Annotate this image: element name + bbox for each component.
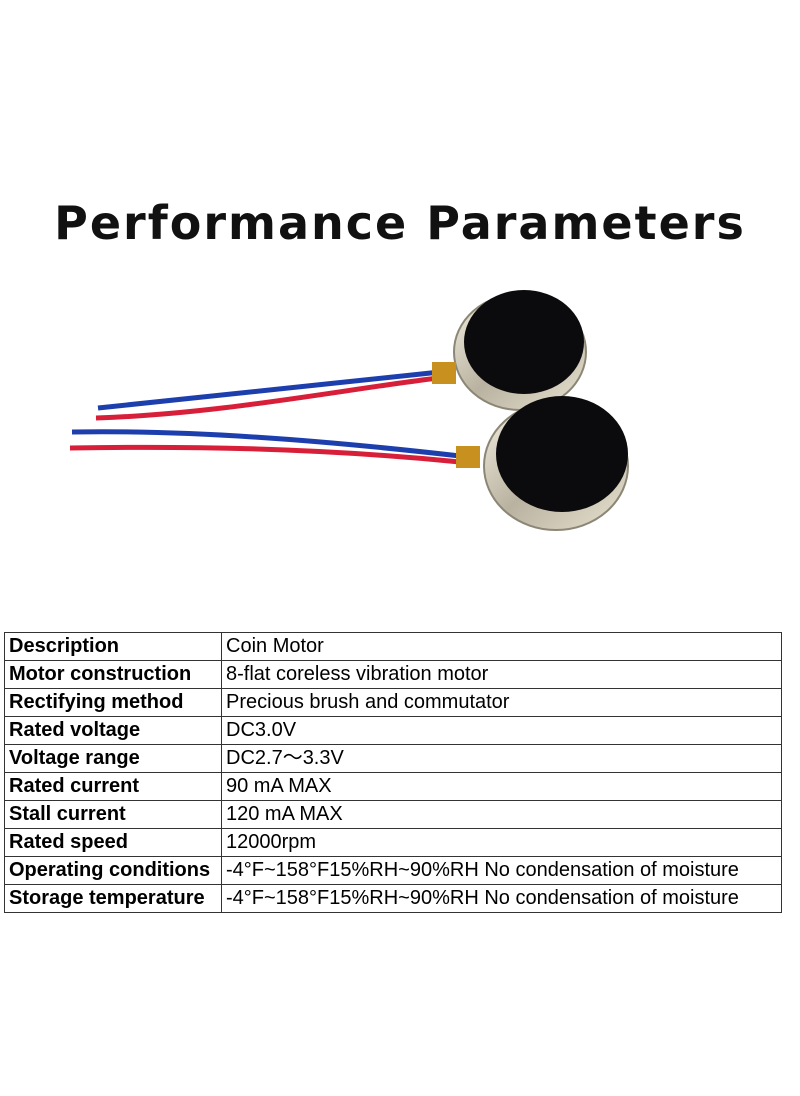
spec-table: Description Coin Motor Motor constructio… (4, 632, 782, 913)
spec-label: Rated voltage (4, 716, 222, 745)
spec-label: Operating conditions (4, 856, 222, 885)
table-row: Description Coin Motor (4, 632, 782, 661)
table-row: Voltage range DC2.7～3.3V (4, 744, 782, 773)
spec-label: Description (4, 632, 222, 661)
table-row: Rated voltage DC3.0V (4, 716, 782, 745)
table-row: Rated speed 12000rpm (4, 828, 782, 857)
spec-label: Stall current (4, 800, 222, 829)
table-row: Rectifying method Precious brush and com… (4, 688, 782, 717)
spec-label: Voltage range (4, 744, 222, 773)
wire-pair-back (95, 369, 441, 421)
spec-value: -4°F~158°F15%RH~90%RH No condensation of… (221, 856, 782, 885)
table-row: Operating conditions -4°F~158°F15%RH~90%… (4, 856, 782, 885)
coin-motor-back (432, 290, 587, 411)
spec-label: Motor construction (4, 660, 222, 689)
spec-value: DC3.0V (221, 716, 782, 745)
spec-label: Rectifying method (4, 688, 222, 717)
page-title: Performance Parameters (54, 196, 746, 250)
spec-value: 12000rpm (221, 828, 782, 857)
coin-motor-front (456, 396, 629, 531)
spec-label: Rated speed (4, 828, 222, 857)
spec-value: Coin Motor (221, 632, 782, 661)
spec-value: 8-flat coreless vibration motor (221, 660, 782, 689)
table-row: Rated current 90 mA MAX (4, 772, 782, 801)
spec-value: Precious brush and commutator (221, 688, 782, 717)
table-row: Stall current 120 mA MAX (4, 800, 782, 829)
spec-value: 120 mA MAX (221, 800, 782, 829)
spec-value: DC2.7～3.3V (221, 744, 782, 773)
spec-label: Storage temperature (4, 884, 222, 913)
table-row: Storage temperature -4°F~158°F15%RH~90%R… (4, 884, 782, 913)
spec-value: -4°F~158°F15%RH~90%RH No condensation of… (221, 884, 782, 913)
table-row: Motor construction 8-flat coreless vibra… (4, 660, 782, 689)
spec-label: Rated current (4, 772, 222, 801)
spec-value: 90 mA MAX (221, 772, 782, 801)
product-photo (69, 290, 629, 531)
wire-pair-front (69, 429, 461, 465)
